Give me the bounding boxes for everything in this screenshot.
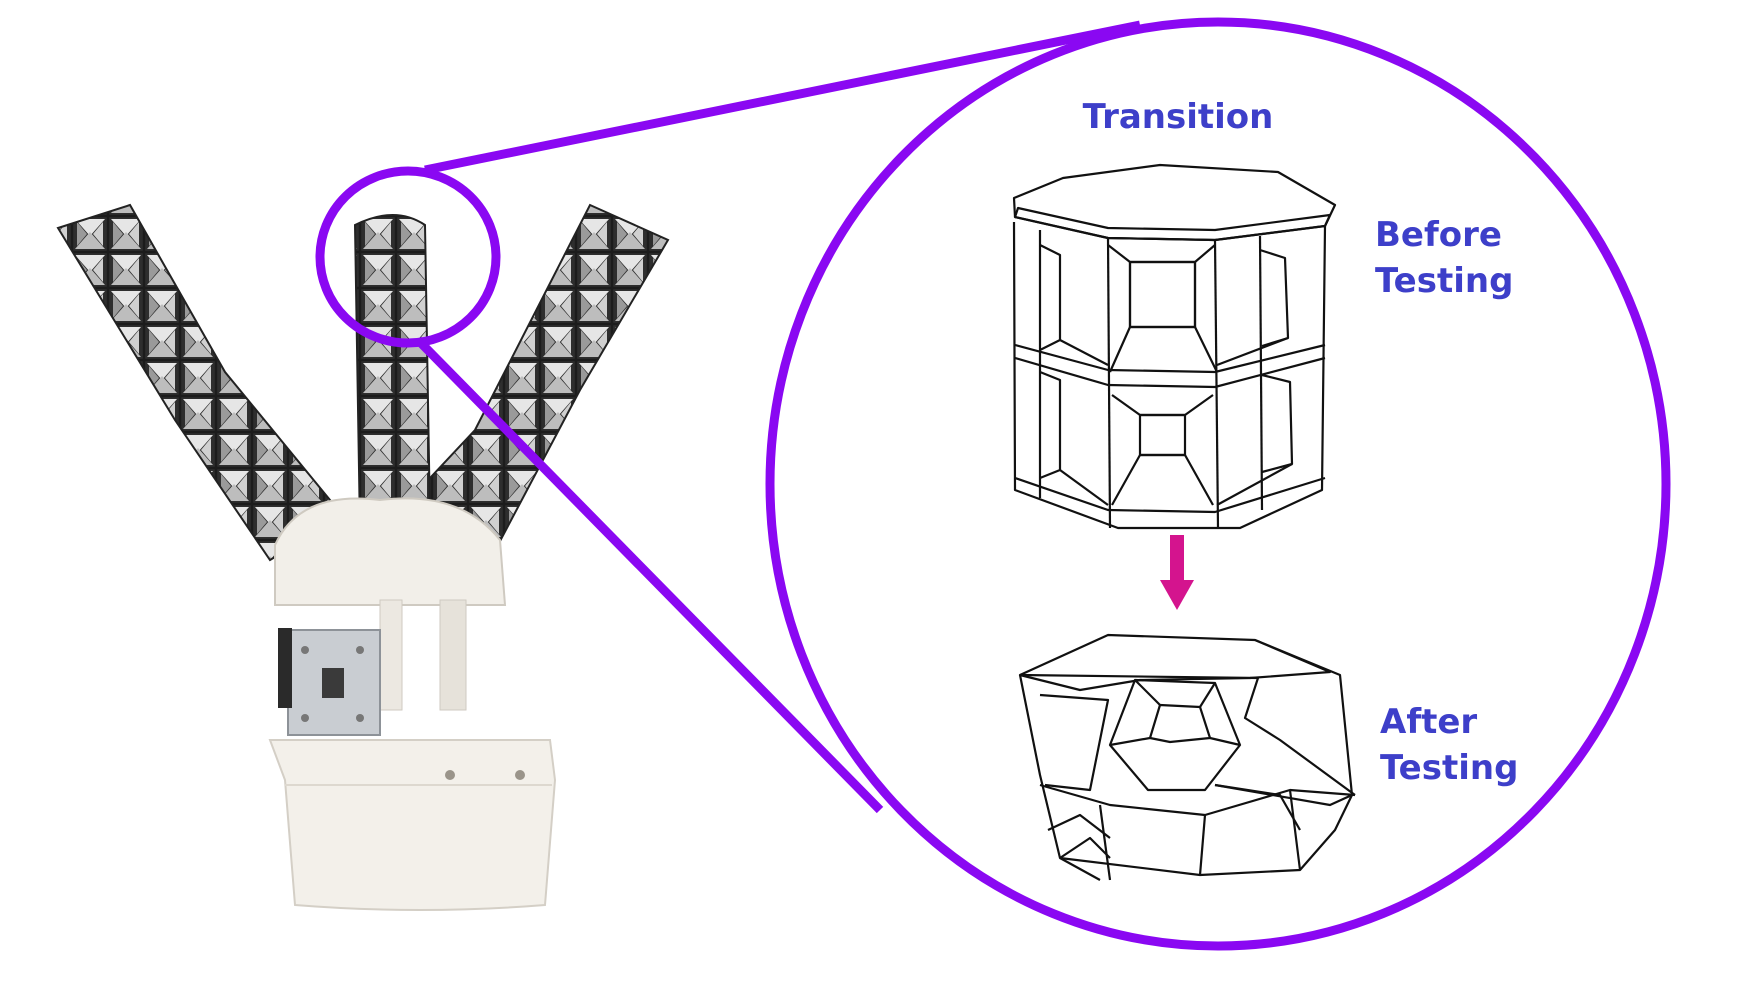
magnifier-connector-top [424,20,1141,175]
left-arm [56,203,332,562]
servo-motor [278,628,381,736]
magnifier [315,17,1671,951]
hub-cap [274,497,507,606]
base-box [268,739,557,911]
after-label-line2: Testing [1380,748,1518,788]
focus-circle [315,166,501,348]
post-left [379,599,403,711]
after-label-line1: After [1380,702,1477,742]
transition-label: Transition [1083,97,1274,137]
before-label-line1: Before [1375,215,1502,255]
middle-arm [353,214,432,532]
zoom-circle [765,17,1671,951]
octagonal-prism-cell-icon [1012,163,1337,530]
crushed-cell-icon [1018,633,1356,881]
magnifier-connector-bottom [414,336,884,814]
post-right [439,599,467,711]
before-label-line2: Testing [1375,261,1513,301]
gripper-illustration [56,203,670,911]
down-arrow-icon [1160,535,1194,610]
